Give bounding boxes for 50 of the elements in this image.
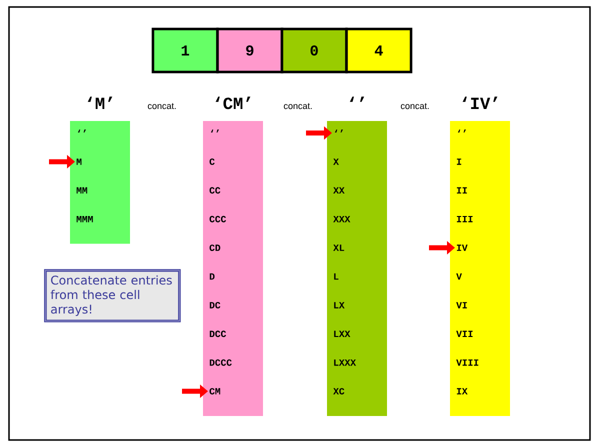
cell-entry: ‘’ [334,130,343,132]
cell-entry: II [456,187,467,194]
column-heading: ‘IV’ [462,96,498,109]
cell-entry: ‘’ [210,130,219,132]
cell-entry: VII [456,330,473,338]
column-heading: ‘’ [350,96,364,102]
cell-entry: IV [456,244,468,251]
cell-entry: DCCC [210,359,232,366]
digit-cell: 9 [216,28,284,74]
cell-entry: I [456,158,462,165]
cell-entry: XXX [333,216,350,222]
cell-entry: XC [333,388,344,395]
callout-box: Concatenate entries from these cell arrays! [44,269,181,322]
cell-entry: LXXX [334,359,356,366]
digit-cell: 4 [345,28,412,74]
cell-entry: CM [210,388,220,395]
cell-entry: XX [333,187,345,194]
cell-entry: MMM [76,216,93,222]
cell-entry: CC [210,187,220,194]
concat-label: concat. [400,103,429,110]
cell-entry: C [210,158,215,165]
cell-entry: CD [210,244,220,252]
cell-entry: DCC [210,330,226,338]
concat-label: concat. [148,103,176,110]
cell-array-column [327,121,387,416]
cell-entry: XL [333,244,344,251]
cell-array-column [70,121,130,244]
cell-entry: DC [210,302,220,308]
cell-entry: IX [456,388,468,394]
column-heading: ‘M’ [88,96,112,109]
cell-entry: V [456,273,462,280]
cell-entry: ‘’ [458,130,466,132]
cell-entry: LX [334,302,345,308]
digit-cell: 0 [280,28,348,74]
cell-entry: MM [76,187,88,194]
cell-entry: M [76,158,82,165]
cell-entry: VIII [456,359,478,366]
cell-entry: ‘’ [78,130,86,132]
cell-entry: X [333,158,339,165]
concat-label: concat. [284,103,312,110]
cell-array-column [203,121,263,416]
cell-entry: CCC [210,216,226,222]
cell-entry: D [210,273,215,280]
cell-array-column [450,121,510,416]
digit-cell: 1 [152,28,219,74]
cell-entry: LXX [334,330,350,338]
cell-entry: L [334,273,338,280]
cell-entry: III [456,216,473,222]
cell-entry: VI [456,302,467,308]
column-heading: ‘CM’ [216,96,250,110]
